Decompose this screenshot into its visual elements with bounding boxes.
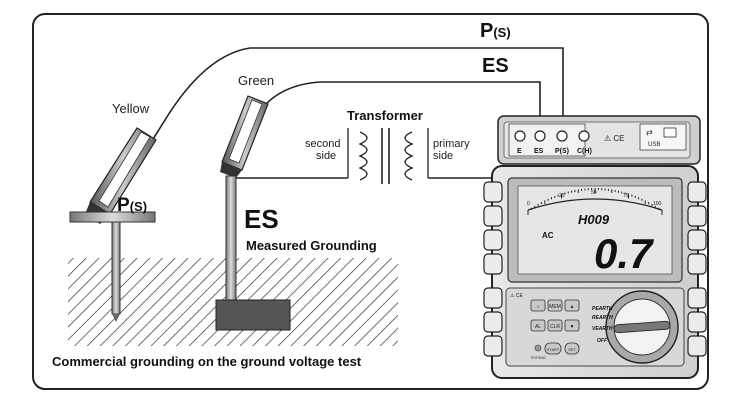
second-side-label-2: side — [316, 150, 336, 162]
primary-side-label-1: primary — [433, 138, 470, 150]
down-button-label: ▼ — [570, 324, 575, 330]
panel-marks: ⚠ CE — [510, 293, 523, 299]
ps-probe-label: P(S) — [117, 195, 147, 216]
set-button[interactable] — [564, 342, 580, 355]
terminal-ps — [556, 130, 568, 142]
up-button-label: ▲ — [570, 304, 575, 310]
ce-mark: ⚠ CE — [604, 134, 625, 143]
terminal-ch-label: C(H) — [577, 148, 592, 155]
scale-tick-25: 25 — [559, 193, 565, 199]
start-button-label: START — [547, 347, 560, 352]
analog-scale-ticks — [527, 188, 663, 215]
terminal-e-label: E — [517, 148, 522, 155]
mem-button-label: MEM — [549, 304, 561, 310]
dial-position-off: OFF — [597, 338, 608, 344]
scale-tick-100: 100 — [653, 201, 662, 207]
dial-position-vearth: VEARTH — [592, 326, 613, 332]
light-button[interactable] — [530, 299, 546, 312]
usb-icon: ⇄ — [646, 128, 653, 137]
dial-position-pearth: PEARTH — [592, 306, 613, 312]
up-button[interactable] — [564, 299, 580, 312]
caption: Commercial grounding on the ground volta… — [52, 354, 362, 369]
wire-ps — [114, 47, 564, 201]
es-rod — [225, 175, 237, 307]
al-button[interactable] — [530, 319, 546, 332]
terminal-es-label: ES — [534, 148, 544, 155]
wire-ps-label: P(S) — [480, 20, 511, 42]
mem-button[interactable] — [547, 299, 563, 312]
al-button-label: AL — [535, 324, 541, 330]
left-grips — [483, 181, 503, 357]
rotary-dial-pointer — [613, 320, 671, 334]
wire-es-label: ES — [482, 55, 509, 77]
ps-rod-tip — [112, 314, 120, 322]
primary-side-label-2: side — [433, 150, 453, 162]
analog-scale-arc — [527, 198, 663, 211]
start-button[interactable] — [544, 342, 562, 355]
yellow-label: Yellow — [112, 101, 150, 116]
usb-port — [639, 123, 687, 151]
scale-tick-0: 0 — [527, 201, 530, 207]
ps-rod — [111, 221, 121, 315]
lcd-screen — [517, 185, 673, 275]
terminal-e — [514, 130, 526, 142]
light-button-label: ☼ — [536, 304, 541, 310]
transformer-label: Transformer — [347, 108, 423, 123]
mode-readout: AC — [542, 231, 554, 240]
set-button-label: SET — [568, 347, 576, 352]
terminal-ps-label: P(S) — [555, 148, 569, 155]
down-button[interactable] — [564, 319, 580, 332]
scale-tick-50: 50 — [591, 190, 597, 196]
second-side-label-1: second — [305, 138, 340, 150]
es-big-label: ES — [244, 204, 279, 234]
frame-border — [32, 13, 709, 390]
terminal-ch — [578, 130, 590, 142]
es-probe-clip — [220, 95, 269, 178]
measured-grounding-label: Measured Grounding — [246, 238, 377, 253]
range-readout: H009 — [578, 212, 610, 227]
earth-tester-meter: E ES P(S) C(H) ⚠ CE ⇄ USB — [483, 115, 707, 379]
usb-label: USB — [648, 142, 660, 148]
testing-led — [534, 344, 542, 352]
clr-button[interactable] — [547, 319, 563, 332]
es-ground-plate — [215, 299, 291, 331]
dial-position-rearth: REARTH — [592, 315, 613, 321]
clr-button-label: CLR — [550, 324, 560, 330]
unit-readout: V — [646, 242, 651, 249]
green-label: Green — [238, 73, 274, 88]
terminal-es — [534, 130, 546, 142]
testing-label: TESTING — [530, 356, 545, 360]
scale-tick-75: 75 — [623, 193, 629, 199]
transformer-symbol — [347, 128, 429, 184]
right-grips — [687, 181, 707, 357]
main-reading: 0.7 — [594, 230, 654, 277]
